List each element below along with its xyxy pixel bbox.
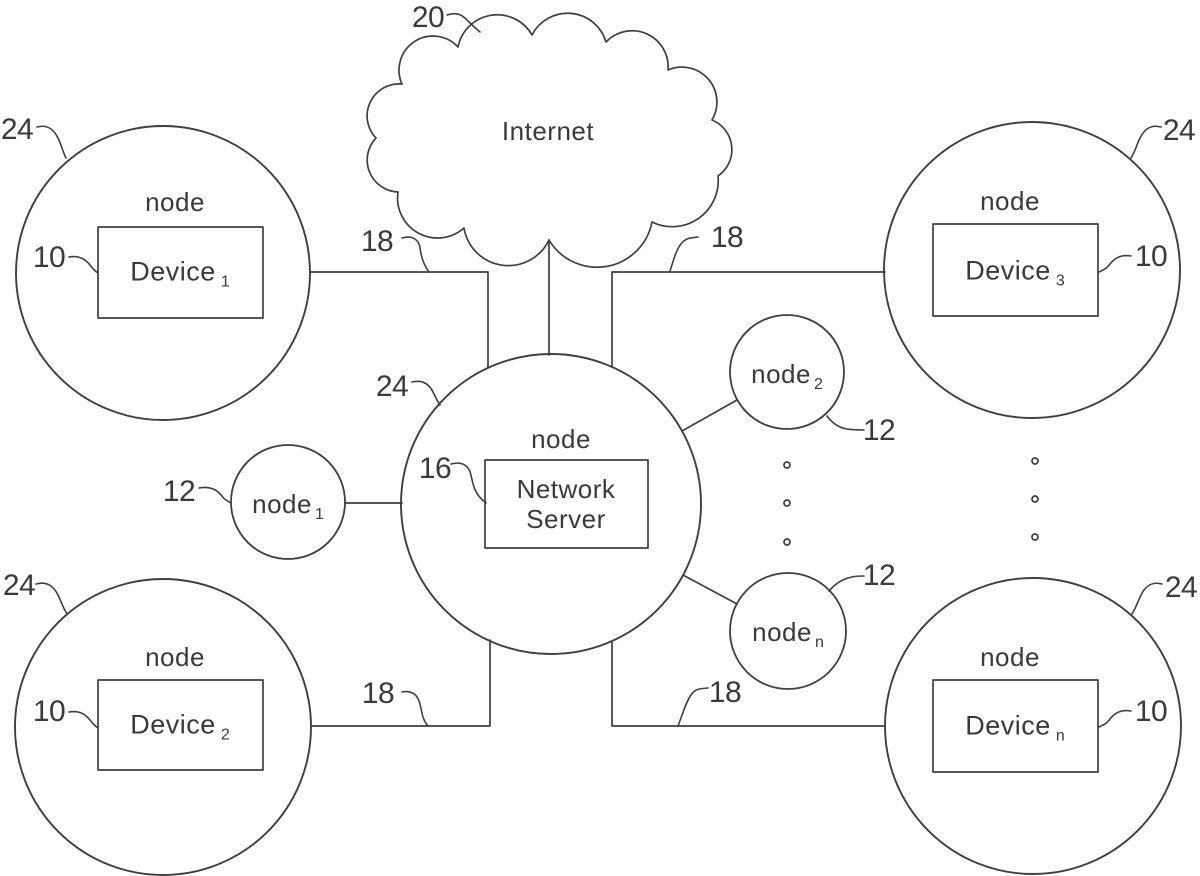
ref-label-10-bottom-left: 10	[32, 695, 66, 728]
ref-leader-12-node1	[198, 486, 232, 504]
network-server-label: Network Server	[517, 474, 616, 534]
node1-label-subscript: 1	[314, 506, 324, 523]
noden-label-text: node	[752, 617, 812, 647]
ref-leader-18-top-right	[669, 236, 699, 272]
ref-leader-24-top-right	[1130, 125, 1162, 159]
device1-label-text: Device	[130, 256, 216, 287]
link-line-top-left	[309, 271, 489, 369]
ref-label-24-top-left: 24	[0, 113, 34, 146]
ellipsis-dot	[1031, 533, 1039, 541]
small-node-circle-2	[729, 314, 845, 430]
ref-label-12-node1: 12	[162, 475, 196, 508]
central-node-circle	[400, 353, 702, 655]
device3-label: Device 3	[965, 255, 1064, 289]
ref-leader-10-bottom-right	[1098, 709, 1132, 728]
ref-label-18-bottom-left: 18	[361, 677, 395, 710]
device-node-circle-bottom-right	[884, 577, 1182, 875]
link-line-bottom-left	[310, 639, 491, 727]
ref-leader-18-bottom-right	[677, 687, 709, 727]
ref-label-24-bottom-left: 24	[2, 569, 36, 602]
device3-label-subscript: 3	[1055, 272, 1065, 290]
ellipsis-dot	[783, 461, 791, 469]
devicen-label-subscript: n	[1055, 727, 1065, 745]
device1-label: Device 1	[130, 256, 229, 290]
device2-label: Device 2	[130, 709, 229, 743]
ref-label-12-noden: 12	[862, 559, 896, 592]
node1-label-text: node	[252, 489, 312, 519]
node2-label: node 2	[751, 359, 823, 393]
device2-label-text: Device	[130, 709, 216, 740]
ref-label-18-bottom-right: 18	[708, 676, 742, 709]
device3-box	[932, 223, 1099, 317]
small-node-circle-n	[729, 572, 847, 690]
ref-leader-16	[450, 462, 487, 504]
devicen-label-text: Device	[965, 710, 1051, 741]
link-line-top-right	[611, 271, 886, 368]
ref-leader-24-bottom-right	[1131, 582, 1163, 615]
ref-leader-10-bottom-left	[68, 710, 99, 729]
ref-leader-18-bottom-left	[401, 690, 429, 727]
noden-label: node n	[752, 617, 824, 651]
ellipsis-dot	[783, 499, 791, 507]
devicen-box	[932, 679, 1099, 773]
ref-leader-12-node2	[826, 415, 865, 431]
ref-leader-20	[446, 12, 481, 33]
ellipsis-dot	[1031, 495, 1039, 503]
device1-label-subscript: 1	[220, 273, 230, 291]
ref-leader-24-central	[411, 380, 441, 406]
ref-label-10-bottom-right: 10	[1134, 695, 1168, 728]
ref-leader-10-top-right	[1098, 254, 1132, 273]
node-label-bottom-right: node	[980, 642, 1040, 672]
device2-box	[97, 679, 264, 771]
ref-label-10-top-left: 10	[32, 241, 66, 274]
ref-label-24-top-right: 24	[1162, 114, 1196, 147]
ref-label-10-top-right: 10	[1134, 240, 1168, 273]
node-label-bottom-left: node	[145, 642, 205, 672]
device-node-circle-bottom-left	[14, 578, 312, 876]
ref-label-12-node2: 12	[862, 414, 896, 447]
ref-leader-18-top-left	[401, 236, 430, 273]
ref-label-18-top-left: 18	[360, 225, 394, 258]
network-server-line2: Server	[526, 504, 606, 534]
device2-label-subscript: 2	[220, 726, 230, 744]
small-node-circle-1	[230, 444, 346, 560]
node-label-central: node	[531, 424, 591, 454]
device-node-circle-top-left	[15, 125, 311, 421]
vertical-ellipsis-middle	[783, 461, 791, 546]
node2-label-subscript: 2	[813, 376, 823, 393]
ref-leader-12-noden	[828, 575, 865, 592]
ref-label-24-central: 24	[375, 370, 409, 403]
node-label-top-left: node	[145, 187, 205, 217]
noden-label-subscript: n	[814, 634, 824, 651]
vertical-ellipsis-right	[1031, 457, 1039, 541]
noden-link-line	[682, 574, 738, 605]
node1-label: node 1	[252, 489, 324, 523]
ref-leader-24-top-left	[36, 125, 67, 159]
node-label-top-right: node	[980, 186, 1040, 216]
device3-label-text: Device	[965, 255, 1051, 286]
link-line-bottom-right	[611, 640, 886, 727]
ref-leader-24-bottom-left	[35, 582, 68, 615]
node2-label-text: node	[751, 359, 811, 389]
ref-label-24-bottom-right: 24	[1164, 571, 1198, 604]
ref-leader-10-top-left	[68, 255, 99, 274]
ref-label-20: 20	[411, 1, 445, 34]
internet-cloud-outline	[366, 12, 733, 269]
devicen-label: Device n	[965, 710, 1064, 744]
node2-link-line	[681, 399, 738, 432]
ref-label-18-top-right: 18	[710, 221, 744, 254]
ref-label-16: 16	[418, 452, 452, 485]
ellipsis-dot	[783, 538, 791, 546]
network-server-box	[484, 459, 649, 549]
network-server-line1: Network	[516, 474, 616, 504]
device-node-circle-top-right	[883, 121, 1181, 419]
ellipsis-dot	[1031, 457, 1039, 465]
internet-label: Internet	[501, 116, 595, 146]
